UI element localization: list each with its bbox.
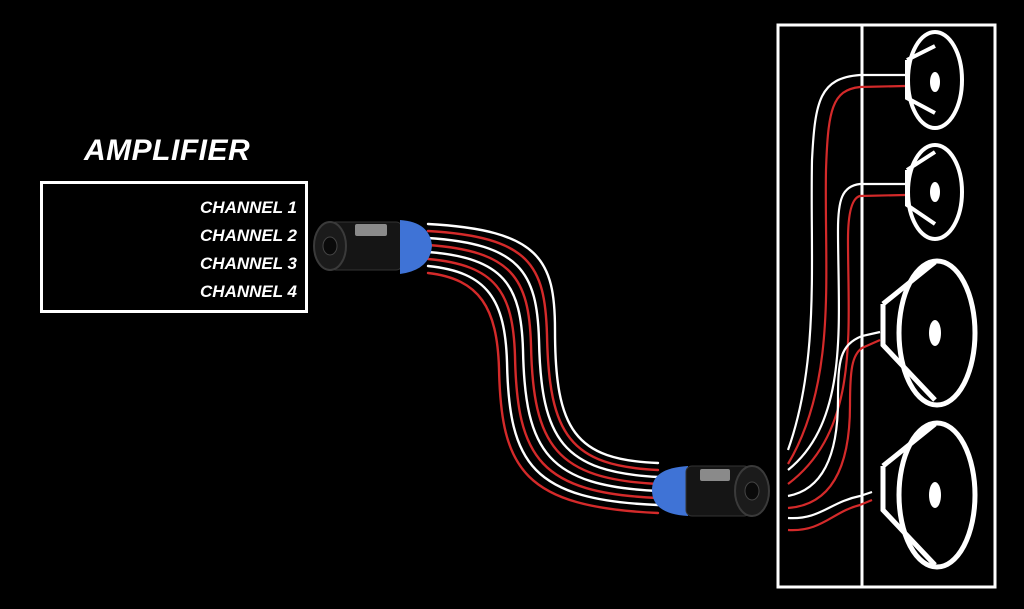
speakon-connector-cabinet-end	[652, 465, 770, 517]
channel-1-label: CHANNEL 1	[200, 198, 297, 217]
channel-2-label: CHANNEL 2	[200, 226, 297, 245]
speakon-connector-amp-end	[313, 220, 432, 274]
channel-3-label: CHANNEL 3	[200, 254, 297, 273]
amplifier-box: CHANNEL 1 CHANNEL 2 CHANNEL 3 CHANNEL 4	[40, 181, 308, 313]
woofer-2	[880, 420, 978, 570]
tweeter-1	[905, 30, 964, 130]
cabinet-internal-wiring	[786, 73, 906, 532]
speaker-cable-bundle	[426, 222, 660, 515]
amplifier-title: AMPLIFIER	[84, 134, 251, 167]
tweeter-2	[905, 143, 964, 241]
speaker-cabinet	[776, 23, 997, 589]
channel-4-label: CHANNEL 4	[200, 282, 297, 301]
woofer-1	[880, 258, 978, 408]
